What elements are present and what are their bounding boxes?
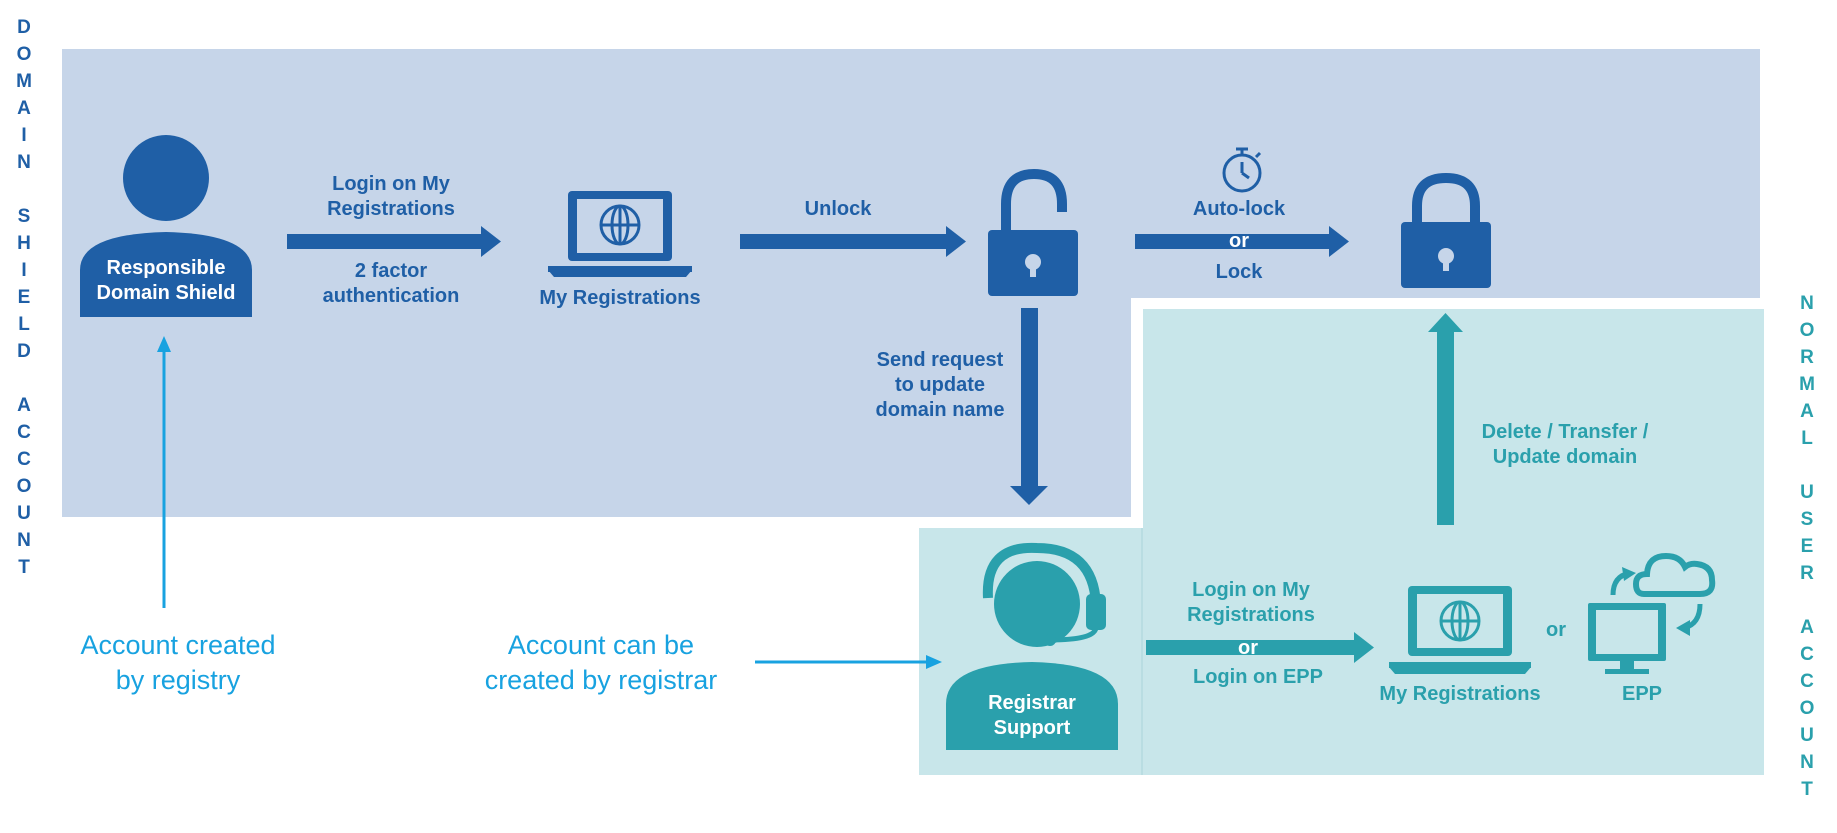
edge-unlock-label: Unlock	[804, 198, 872, 220]
epp-label: EPP	[1621, 683, 1663, 705]
arrow-unlock	[740, 226, 966, 257]
normal-user-account-label: N O R M A L U S E R A C C O U N T	[1799, 293, 1815, 800]
edge-send-request-label: Send request to update domain name	[875, 349, 1005, 421]
stopwatch-icon	[1222, 147, 1262, 193]
arrow-registry-note	[157, 336, 171, 608]
globe-icon	[599, 204, 641, 246]
edge-two-factor-label: 2 factor authentication	[322, 260, 460, 307]
edge-or-lock-label: or	[1229, 230, 1249, 252]
laptop-icon	[548, 191, 692, 277]
edge-delete-transfer-label: Delete / Transfer / Update domain	[1481, 421, 1649, 468]
domain-shield-account-label: D O M A I N S H I E L D A C C O U N T	[16, 17, 32, 578]
edge-login-top-label: Login on My Registrations	[327, 173, 455, 220]
arrow-autolock	[1135, 226, 1349, 257]
my-registrations-top-label: My Registrations	[539, 287, 701, 309]
edge-login-bottom-label: Login on My Registrations	[1187, 579, 1315, 626]
arrow-registrar-note	[755, 655, 942, 669]
zone-divider	[1141, 528, 1143, 775]
edge-login-epp-label: Login on EPP	[1193, 666, 1323, 688]
edge-or-epp-label: or	[1546, 619, 1566, 641]
open-padlock-icon	[988, 168, 1078, 296]
person-icon	[80, 135, 252, 317]
laptop-bottom-icon	[1389, 586, 1531, 674]
arrow-login	[287, 226, 501, 257]
registry-note: Account created by registry	[80, 630, 276, 695]
registrar-support-label: Registrar Support	[988, 692, 1076, 739]
responsible-domain-shield-label: Responsible Domain Shield	[96, 257, 236, 304]
registrar-note: Account can be created by registrar	[484, 630, 718, 695]
arrow-delete-transfer	[1428, 313, 1463, 525]
epp-cloud-monitor-icon	[1588, 552, 1716, 674]
edge-auto-lock-label: Auto-lock	[1192, 198, 1286, 220]
edge-lock-label: Lock	[1215, 261, 1263, 283]
globe-bottom-icon	[1439, 600, 1481, 642]
closed-padlock-icon	[1401, 172, 1491, 288]
registrar-support-icon	[946, 542, 1118, 750]
arrow-send-request	[1010, 308, 1048, 505]
arrow-login-bottom	[1146, 632, 1374, 663]
my-registrations-bottom-label: My Registrations	[1379, 683, 1541, 705]
edge-or-bottom-label: or	[1238, 637, 1258, 659]
